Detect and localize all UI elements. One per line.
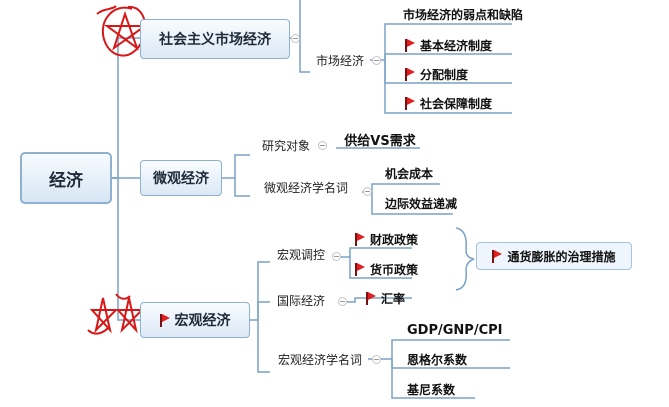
- macro-control-node[interactable]: 宏观调控: [270, 245, 332, 263]
- macro-control-label: 宏观调控: [276, 247, 325, 262]
- macro-exchange-rate-label: 汇率: [381, 291, 406, 306]
- collapse-icon[interactable]: [338, 297, 347, 306]
- flag-icon: [405, 96, 415, 110]
- root-node[interactable]: 经济: [20, 152, 112, 204]
- market-item-social-security[interactable]: 社会保障制度: [405, 94, 515, 112]
- collapse-icon[interactable]: [372, 56, 381, 65]
- star-annotation-top: [103, 10, 149, 51]
- flag-icon: [366, 291, 376, 305]
- micro-research-item-label: 供给VS需求: [344, 133, 416, 149]
- market-item-basic-system[interactable]: 基本经济制度: [405, 36, 515, 54]
- root-label: 经济: [49, 170, 83, 191]
- macro-terms-label: 宏观经济学名词: [277, 352, 362, 367]
- collapse-icon[interactable]: [332, 252, 341, 261]
- macro-control-item-label: 财政政策: [370, 232, 419, 247]
- flag-icon: [492, 249, 503, 263]
- micro-research-label: 研究对象: [261, 138, 310, 153]
- macro-term-label: 恩格尔系数: [407, 352, 468, 367]
- macro-economy-label: 宏观经济: [174, 313, 231, 329]
- market-item-weakness[interactable]: 市场经济的弱点和缺陷: [403, 5, 523, 23]
- macro-terms-node[interactable]: 宏观经济学名词: [270, 350, 370, 368]
- market-economy-sub-label: 市场经济: [315, 53, 364, 68]
- flag-icon: [355, 262, 365, 276]
- macro-control-monetary[interactable]: 货币政策: [355, 260, 435, 278]
- macro-exchange-rate[interactable]: 汇率: [366, 289, 416, 307]
- inflation-measures-label: 通货膨胀的治理措施: [507, 249, 616, 264]
- macro-term-label: GDP/GNP/CPI: [407, 322, 503, 338]
- micro-research-node[interactable]: 研究对象: [250, 136, 322, 154]
- market-economy-label: 社会主义市场经济: [159, 32, 271, 48]
- micro-terms-node[interactable]: 微观经济学名词: [250, 178, 362, 196]
- macro-term-gdp[interactable]: GDP/GNP/CPI: [407, 321, 507, 339]
- star-annotation-right: [115, 297, 145, 334]
- scribble-annotation-top: [96, 5, 117, 15]
- inflation-measures-node[interactable]: 通货膨胀的治理措施: [476, 242, 632, 270]
- star-annotation-left: [89, 297, 119, 334]
- micro-research-item[interactable]: 供给VS需求: [340, 130, 420, 149]
- macro-control-item-label: 货币政策: [370, 262, 419, 277]
- market-item-label: 市场经济的弱点和缺陷: [403, 7, 524, 22]
- scribble-annotation-left: [87, 293, 131, 335]
- macro-control-fiscal[interactable]: 财政政策: [355, 230, 435, 248]
- market-item-label: 分配制度: [420, 67, 469, 82]
- flag-icon: [405, 38, 415, 52]
- collapse-icon[interactable]: [318, 141, 327, 150]
- micro-term-diminishing-returns[interactable]: 边际效益递减: [385, 194, 460, 212]
- collapse-icon[interactable]: [363, 187, 372, 196]
- micro-term-label: 机会成本: [385, 166, 434, 181]
- macro-term-gini[interactable]: 基尼系数: [407, 380, 482, 398]
- micro-terms-label: 微观经济学名词: [263, 180, 348, 195]
- macro-international-label: 国际经济: [276, 293, 325, 308]
- collapse-icon[interactable]: [372, 355, 381, 364]
- market-item-label: 社会保障制度: [420, 96, 493, 111]
- macro-international-node[interactable]: 国际经济: [270, 291, 332, 309]
- micro-economy-node[interactable]: 微观经济: [140, 160, 222, 196]
- market-economy-sub-node[interactable]: 市场经济: [310, 50, 370, 70]
- micro-term-opportunity-cost[interactable]: 机会成本: [385, 164, 445, 182]
- macro-term-engel[interactable]: 恩格尔系数: [407, 350, 482, 368]
- market-item-distribution[interactable]: 分配制度: [405, 65, 515, 83]
- flag-icon: [355, 232, 365, 246]
- collapse-icon[interactable]: [291, 34, 300, 43]
- macro-economy-node[interactable]: 宏观经济: [140, 302, 250, 338]
- flag-icon: [159, 313, 170, 327]
- micro-economy-label: 微观经济: [153, 171, 209, 187]
- flag-icon: [405, 67, 415, 81]
- market-economy-node[interactable]: 社会主义市场经济: [140, 19, 290, 59]
- market-item-label: 基本经济制度: [420, 38, 493, 53]
- macro-term-label: 基尼系数: [407, 382, 456, 397]
- micro-term-label: 边际效益递减: [385, 196, 458, 211]
